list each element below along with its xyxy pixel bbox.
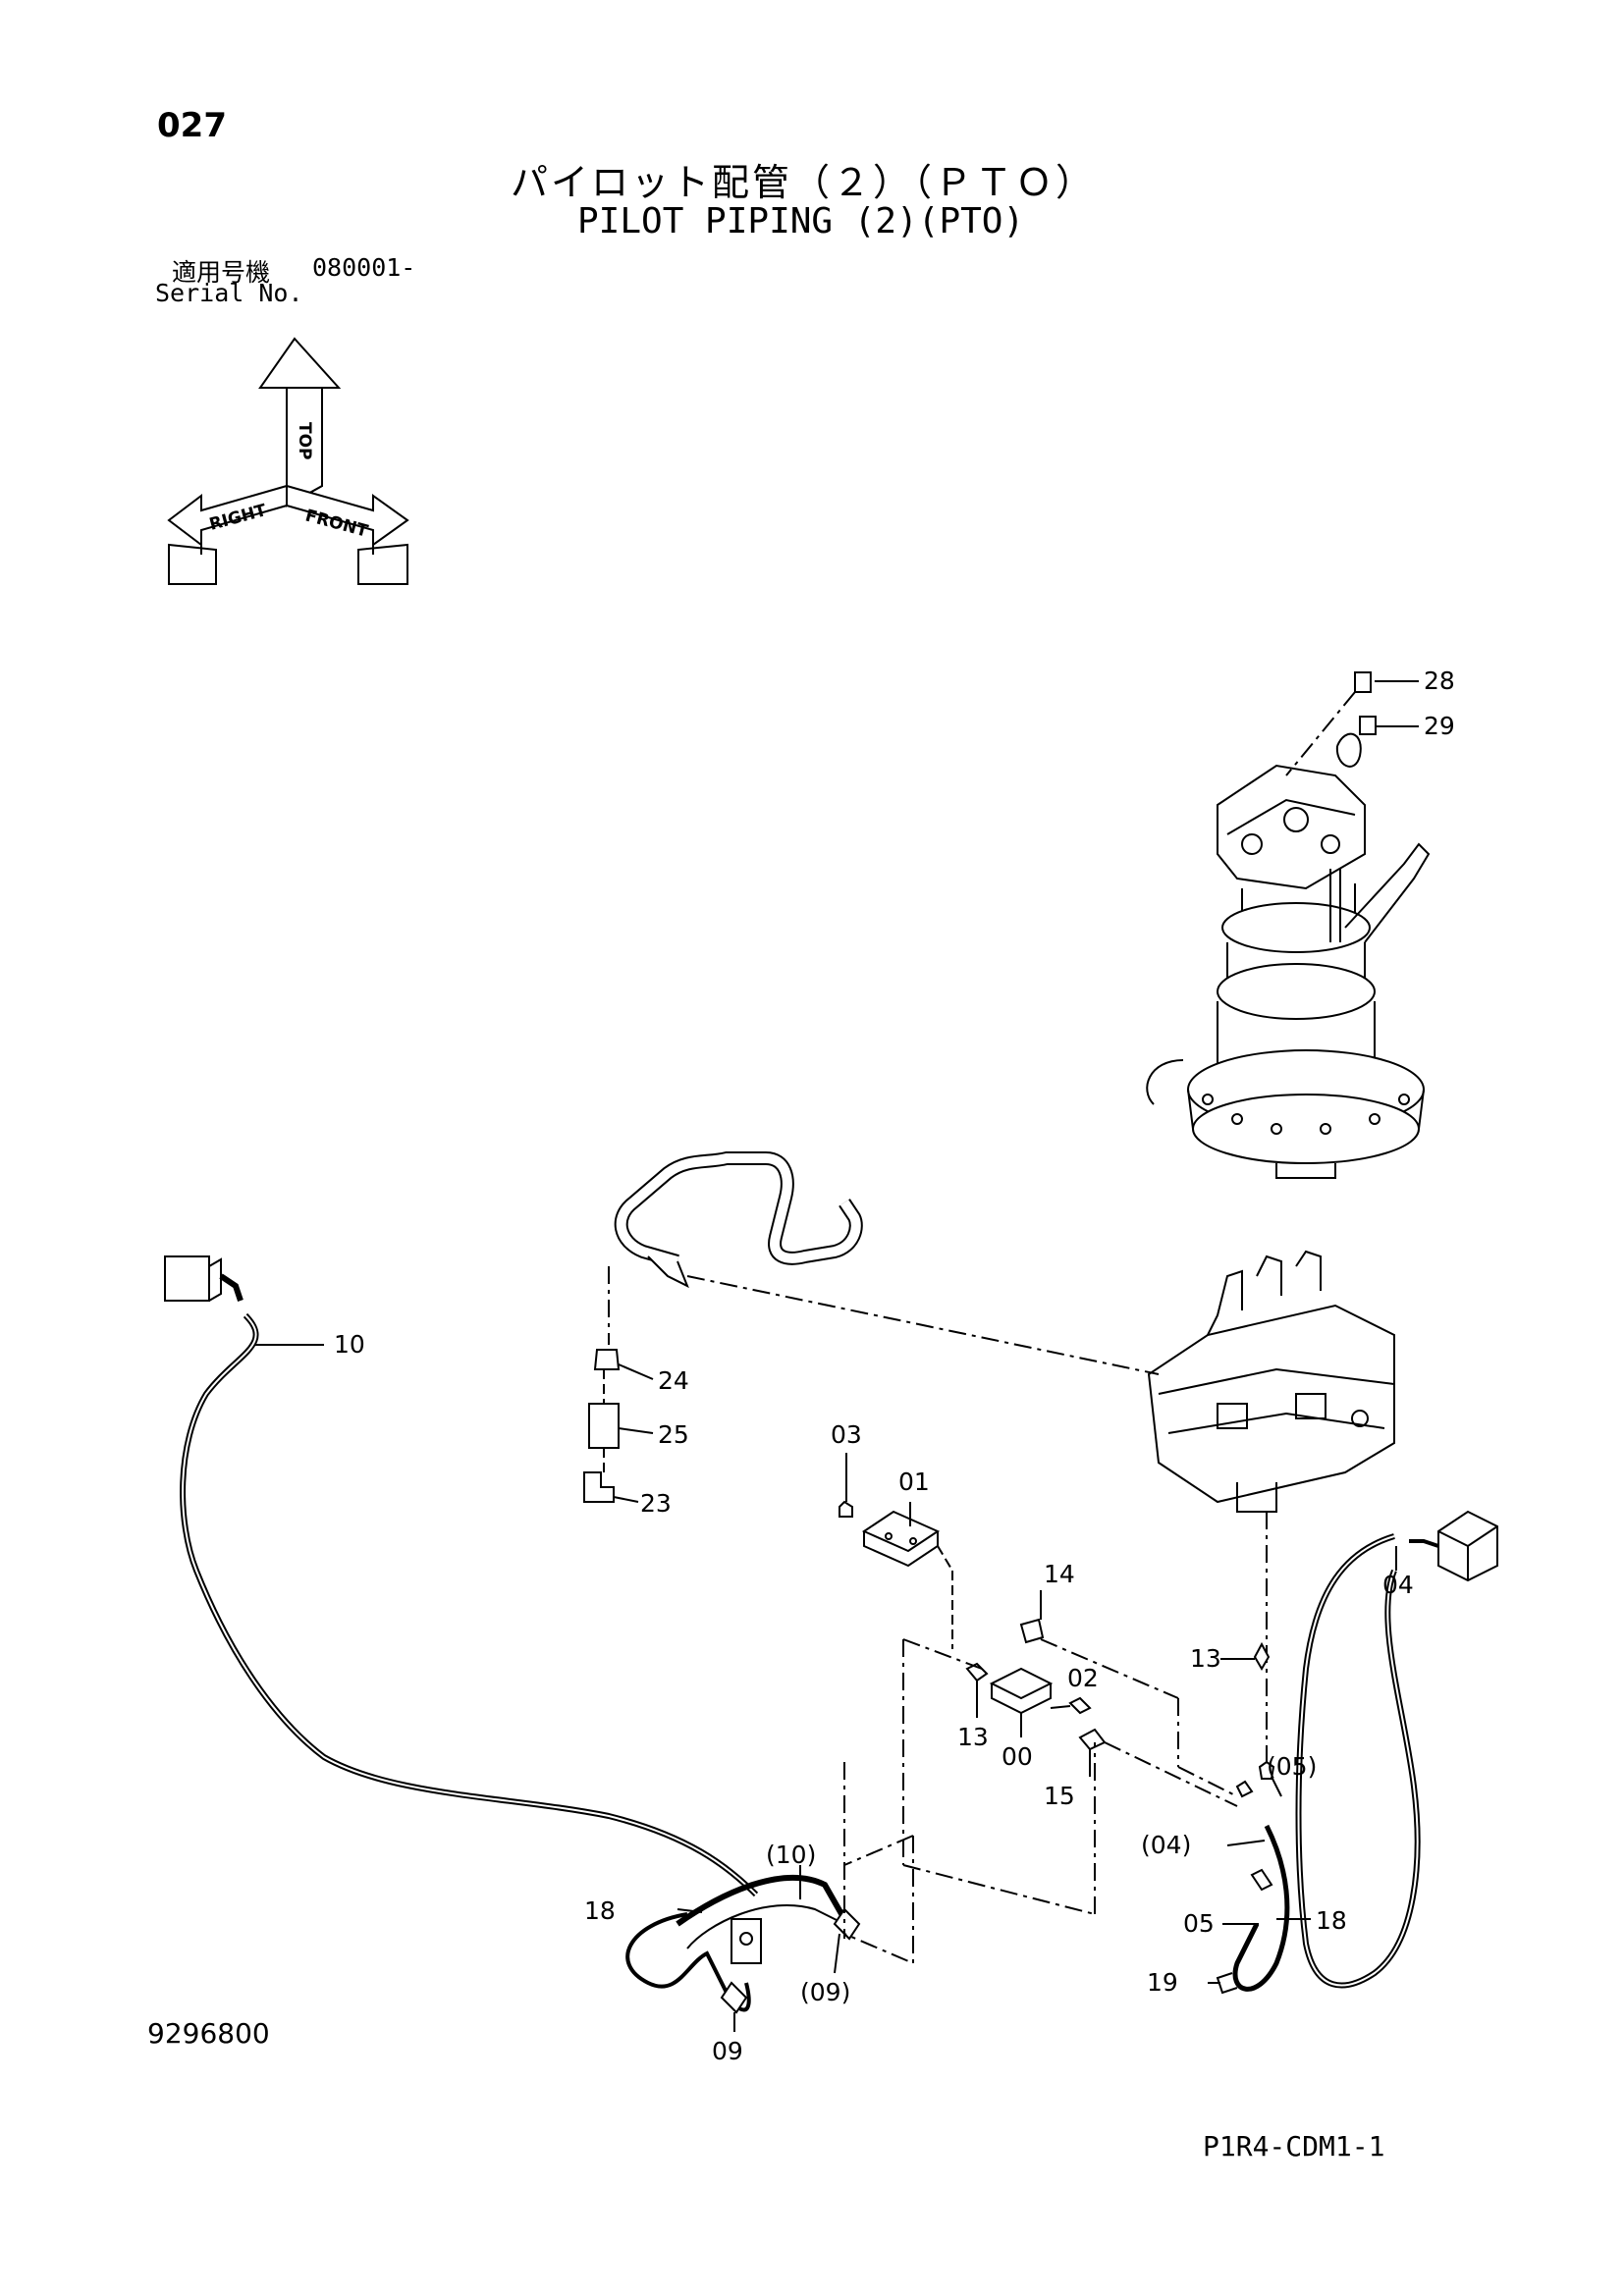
callout-19: 19 [1147,1968,1178,1997]
orientation-indicator: TOP RIGHT FRONT [167,337,409,585]
callout-29: 29 [1424,712,1455,740]
control-valve-assembly [1147,1250,1395,1513]
hose-10-left [164,1255,759,1897]
callout-10-parenthetical: (10) [766,1841,816,1869]
callout-labels: 28 29 10 24 25 23 03 01 14 02 13 00 15 1… [334,667,1455,2065]
callout-04-parenthetical: (04) [1141,1831,1191,1859]
document-number: 9296800 [147,2017,270,2050]
callout-00: 00 [1001,1742,1033,1771]
callout-09: 09 [712,2037,743,2065]
callout-09-parenthetical: (09) [800,1978,850,2006]
orientation-top-label: TOP [295,422,314,460]
hose-assembly-right [1208,1510,1498,1995]
callout-05: 05 [1183,1909,1215,1938]
hose-assembly-lower-left [625,1762,914,2032]
fittings-28-29 [1285,671,1419,776]
valve-block-assembly [839,1453,1238,1915]
callout-25: 25 [658,1420,689,1449]
callout-18-right: 18 [1316,1906,1347,1935]
callout-01: 01 [898,1468,930,1496]
callout-05-parenthetical: (05) [1267,1752,1317,1781]
fitting-stack-24-25-23 [583,1349,654,1503]
callout-10: 10 [334,1330,365,1359]
pilot-pipe-upper [608,1151,1160,1375]
callout-02: 02 [1067,1664,1099,1692]
title-japanese: パイロット配管（２）（ＰＴＯ） [511,161,1097,204]
callout-23: 23 [640,1489,672,1518]
swing-motor-assembly [1146,764,1431,1179]
callout-03: 03 [831,1420,862,1449]
serial-label-japanese: 適用号機 [172,258,271,287]
title-english: PILOT PIPING (2)(PTO) [577,201,1025,241]
serial-label-english: Serial No. [155,279,303,307]
sheet-code: P1R4-CDM1-1 [1203,2130,1385,2163]
callout-04: 04 [1382,1571,1414,1599]
callout-28: 28 [1424,667,1455,695]
page-number: 027 [157,106,227,145]
callout-24: 24 [658,1366,689,1395]
callout-15: 15 [1044,1782,1075,1810]
callout-14: 14 [1044,1560,1075,1588]
callout-18-left: 18 [584,1896,616,1925]
callout-13-a: 13 [957,1723,989,1751]
callout-13-b: 13 [1190,1644,1221,1673]
serial-number-value: 080001- [312,253,416,282]
